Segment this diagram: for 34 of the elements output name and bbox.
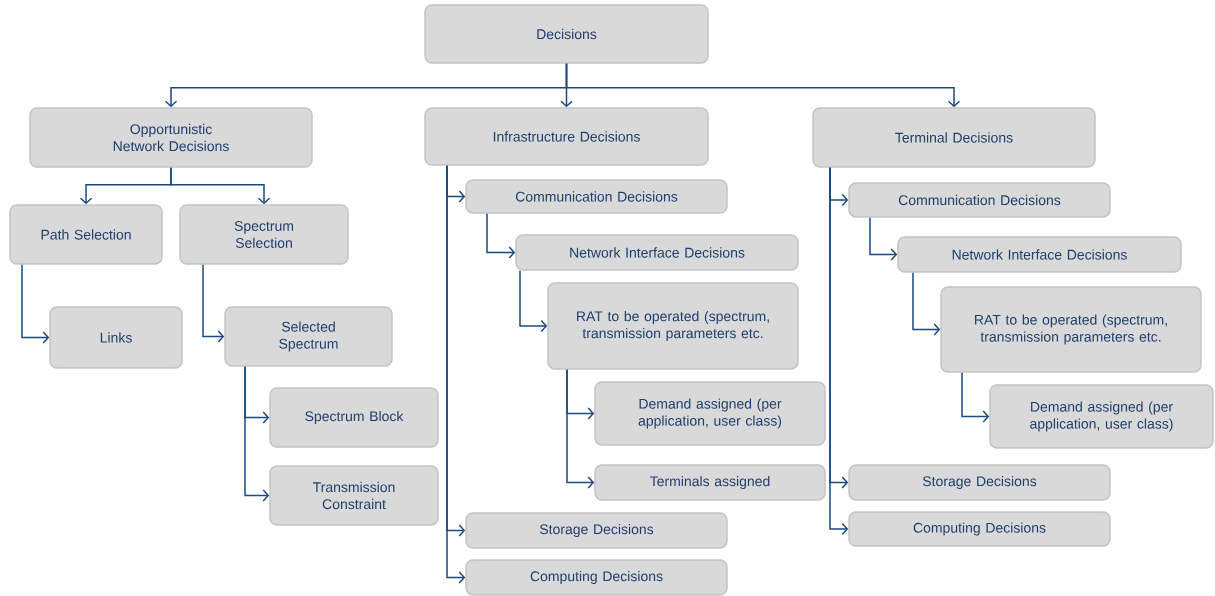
decision-box: Terminal Decisions — [812, 107, 1096, 168]
arrow — [244, 366, 270, 502]
decision-box: Demand assigned (per application, user class) — [989, 384, 1214, 449]
decision-box: Storage Decisions — [848, 464, 1111, 501]
decision-box: Links — [49, 306, 183, 369]
decision-box: Network Interface Decisions — [897, 236, 1182, 273]
decision-box: Computing Decisions — [848, 511, 1111, 547]
arrow — [202, 264, 225, 343]
arrow — [961, 372, 990, 423]
arrow — [869, 217, 898, 261]
decision-box: Decisions — [424, 4, 709, 64]
arrow — [566, 369, 595, 489]
decision-box: Terminals assigned — [594, 464, 826, 501]
arrow — [170, 167, 271, 205]
arrow — [912, 272, 941, 336]
decision-box: RAT to be operated (spectrum, transmission parameters etc. — [940, 286, 1202, 373]
decision-box: Infrastructure Decisions — [424, 107, 709, 166]
decision-box: Communication Decisions — [848, 182, 1111, 218]
decision-box: Spectrum Selection — [179, 204, 349, 265]
decision-box: Storage Decisions — [465, 512, 728, 549]
decision-box: RAT to be operated (spectrum, transmission parameters etc. — [547, 282, 799, 370]
arrow — [565, 63, 961, 108]
arrow — [519, 270, 548, 333]
decision-box: Path Selection — [9, 204, 163, 265]
decision-box: Selected Spectrum — [224, 306, 393, 367]
decision-box: Transmission Constraint — [269, 465, 439, 526]
decision-box: Demand assigned (per application, user class) — [594, 381, 826, 446]
arrow — [21, 264, 50, 344]
decision-box: Computing Decisions — [465, 559, 728, 596]
decision-box: Opportunistic Network Decisions — [29, 107, 313, 168]
decision-box: Communication Decisions — [465, 179, 728, 214]
decision-box: Spectrum Block — [269, 387, 439, 448]
arrow — [486, 213, 516, 259]
decision-box: Network Interface Decisions — [515, 234, 799, 271]
